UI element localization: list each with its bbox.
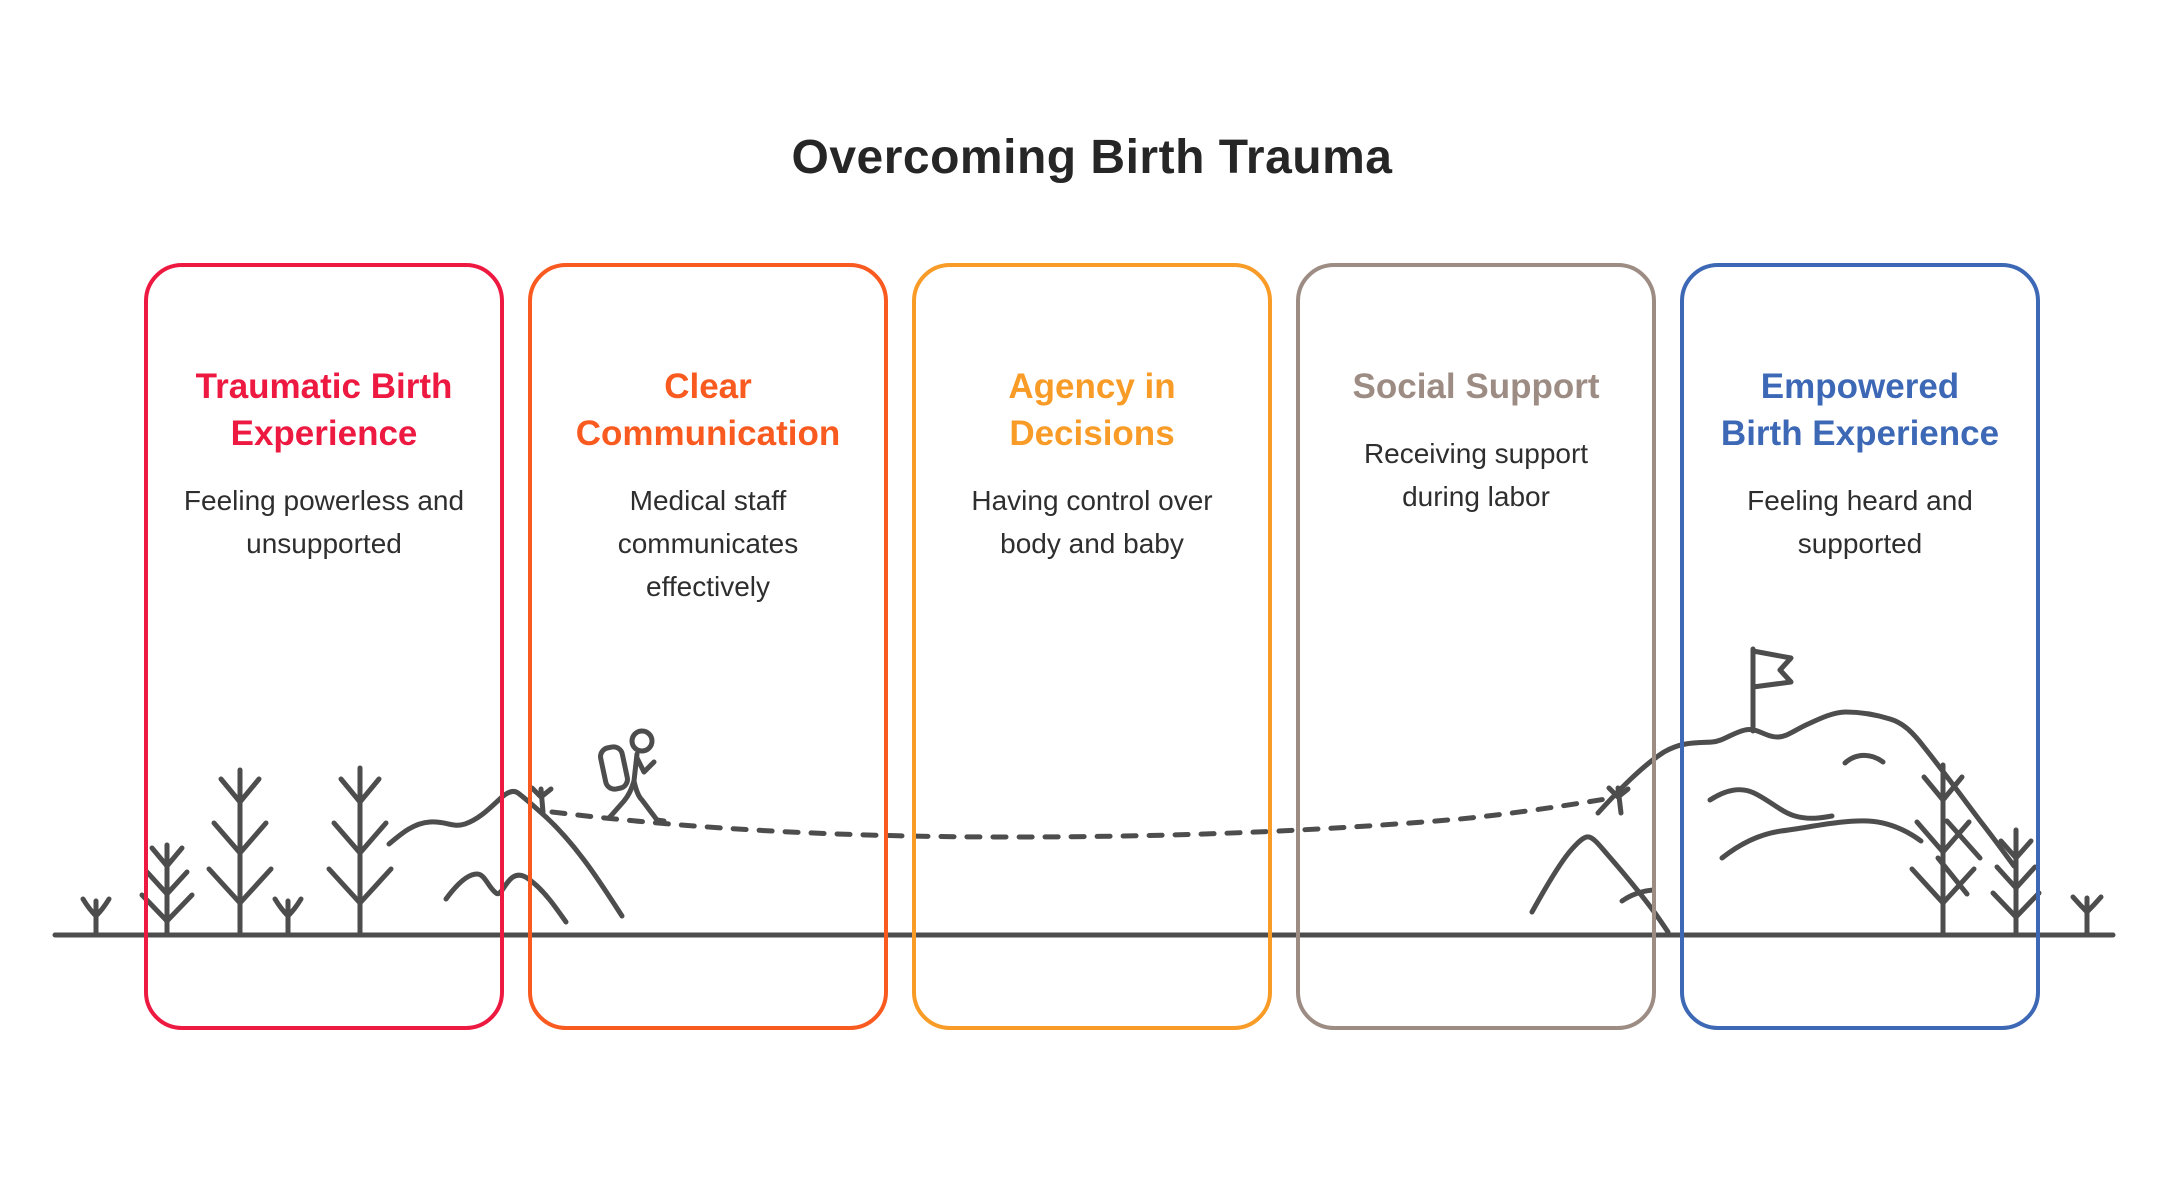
card-subtitle: Having control over body and baby bbox=[971, 485, 1213, 559]
card-social-support: Social Support Receiving support during … bbox=[1296, 263, 1656, 1030]
trail-marker-icon bbox=[529, 785, 554, 815]
page-title: Overcoming Birth Trauma bbox=[791, 131, 1393, 185]
card-traumatic-birth-experience: Traumatic Birth Experience Feeling power… bbox=[144, 263, 504, 1030]
card-title: Agency in Decisions bbox=[1008, 367, 1176, 453]
mountain-detail bbox=[1619, 887, 1656, 904]
card-subtitle: Feeling heard and supported bbox=[1747, 485, 1973, 559]
sprout-icon bbox=[80, 896, 112, 938]
mountain-detail bbox=[1842, 752, 1886, 766]
card-subtitle: Receiving support during labor bbox=[1363, 438, 1589, 512]
mountain-detail bbox=[1944, 818, 1983, 861]
mountain-detail bbox=[1719, 818, 1924, 861]
pine-tree-icon bbox=[206, 767, 274, 938]
card-empowered-birth-experience: Empowered Birth Experience Feeling heard… bbox=[1680, 263, 2040, 1030]
hiker-icon bbox=[598, 728, 667, 824]
card-agency-in-decisions: Agency in Decisions Having control over … bbox=[912, 263, 1272, 1030]
dashed-trail bbox=[549, 795, 1615, 840]
card-title: Social Support bbox=[1352, 367, 1600, 406]
sprout-icon bbox=[2070, 894, 2104, 938]
card-clear-communication: Clear Communication Medical staff commun… bbox=[528, 263, 888, 1030]
mountain-ridge bbox=[1529, 834, 1671, 935]
card-title: Traumatic Birth Experience bbox=[195, 367, 453, 453]
summit-flag-icon bbox=[1750, 646, 1794, 734]
pine-tree-icon bbox=[326, 765, 394, 938]
mountain-ridge bbox=[386, 788, 625, 919]
card-title: Empowered Birth Experience bbox=[1720, 367, 2000, 453]
pine-tree-icon bbox=[1990, 827, 2042, 938]
card-subtitle: Medical staff communicates effectively bbox=[617, 485, 799, 602]
sprout-icon bbox=[272, 896, 304, 938]
mountain-detail bbox=[1707, 787, 1835, 821]
card-subtitle: Feeling powerless and unsupported bbox=[183, 485, 465, 559]
pine-tree-icon bbox=[1909, 762, 1977, 938]
card-title: Clear Communication bbox=[575, 367, 841, 453]
